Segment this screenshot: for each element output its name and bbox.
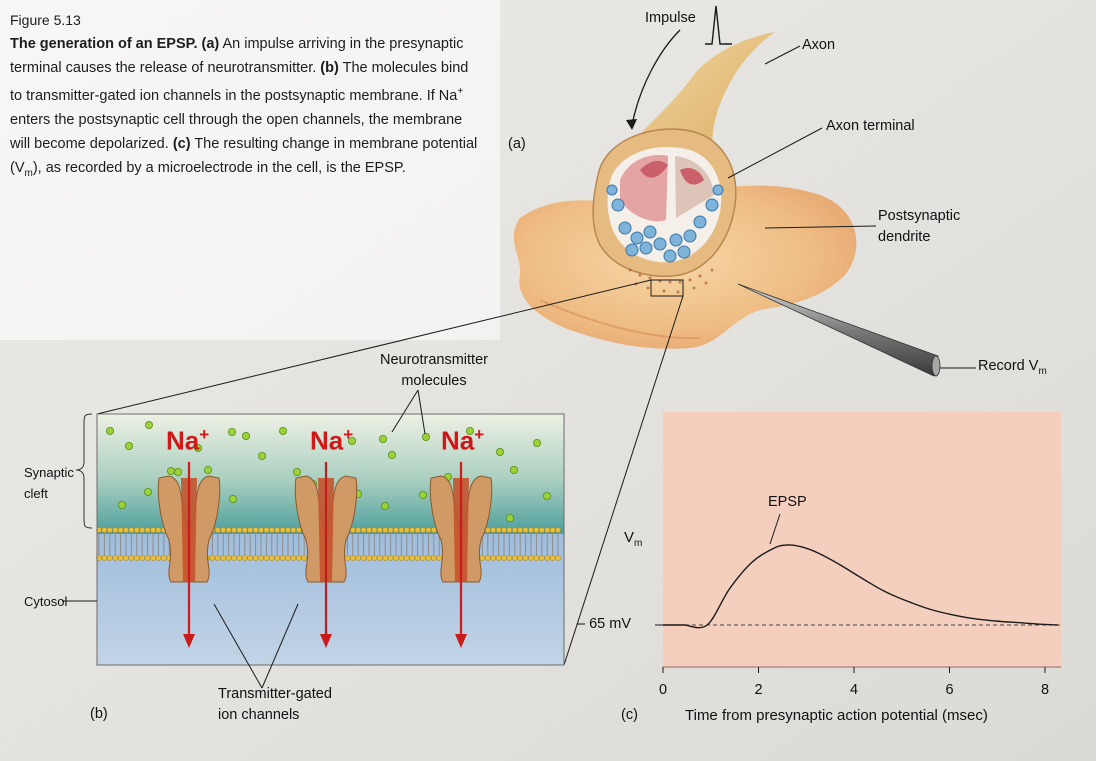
panel-c-letter: (c): [621, 707, 638, 723]
epsp-peak-label: EPSP: [768, 494, 807, 510]
na-ion-sup-3: +: [474, 425, 485, 444]
y-axis-label-sub: m: [634, 538, 643, 549]
caption-vm-subscript: m: [24, 167, 33, 179]
na-ion-sup-1: +: [199, 425, 210, 444]
y-axis-label-main: V: [624, 529, 635, 546]
synaptic-cleft-bracket: [75, 413, 93, 529]
neurotransmitter-line2: molecules: [401, 373, 467, 389]
cytosol-label: Cytosol: [24, 594, 68, 609]
record-vm-label: Record Vm: [978, 358, 1047, 377]
x-tick-label-4: 4: [850, 682, 858, 698]
postsynaptic-label-line2: dendrite: [878, 229, 931, 245]
axon-label: Axon: [802, 37, 836, 53]
x-axis-label: Time from presynaptic action potential (…: [685, 707, 988, 724]
caption-part-a-text: An impulse arriving in the presynaptic t…: [10, 36, 464, 76]
figure-number: Figure 5.13: [10, 12, 81, 28]
x-tick-label-0: 0: [659, 682, 667, 698]
chart-plot-area: [663, 412, 1061, 667]
na-influx-arrows: [187, 462, 463, 636]
transmitter-gated-channels-label: Transmitter-gated ion channels: [218, 684, 332, 726]
na-ion-text-1: Na: [166, 425, 200, 456]
synaptic-cleft-label: Synaptic cleft: [24, 462, 74, 504]
na-ion-label-3: Na+: [441, 425, 484, 457]
postsynaptic-label-line1: Postsynaptic: [878, 208, 961, 224]
channels-line1: Transmitter-gated: [218, 686, 332, 702]
caption-part-b-text-2: enters the postsynaptic cell through the…: [10, 111, 463, 152]
record-vm-main: Record V: [978, 358, 1039, 374]
y-axis-label: Vm: [624, 529, 642, 549]
baseline-label: – 65 mV: [577, 616, 631, 632]
na-ion-sup-2: +: [343, 425, 354, 444]
na-ion-text-3: Na: [441, 425, 475, 456]
synaptic-cleft-line2: cleft: [24, 486, 48, 501]
x-tick-label-6: 6: [945, 682, 953, 698]
epsp-curve: [663, 544, 1058, 629]
postsynaptic-dendrite-label: Postsynaptic dendrite: [878, 206, 960, 248]
caption-part-c-text-2: ), as recorded by a microelectrode in th…: [32, 159, 406, 176]
caption-part-c-text: The resulting change in membrane potenti…: [10, 135, 478, 176]
epsp-label-leader: [769, 513, 781, 545]
synaptic-cleft-line1: Synaptic: [24, 465, 74, 480]
panel-a-letter: (a): [508, 136, 526, 152]
impulse-trace: [705, 5, 732, 45]
caption-part-a-letter: (a): [201, 36, 220, 52]
panel-b-letter: (b): [90, 706, 108, 722]
axon-terminal-label: Axon terminal: [826, 118, 915, 134]
caption-part-b-letter: (b): [320, 60, 339, 76]
caption-na-superscript: +: [457, 86, 464, 97]
na-ion-label-1: Na+: [166, 425, 209, 457]
record-vm-sub: m: [1038, 365, 1047, 377]
caption-title: The generation of an EPSP.: [10, 36, 198, 52]
neurotransmitter-line1: Neurotransmitter: [380, 352, 488, 368]
x-tick-label-8: 8: [1041, 682, 1049, 698]
caption-part-b-text: The molecules bind to transmitter-gated …: [10, 60, 469, 104]
figure-caption: Figure 5.13 The generation of an EPSP. (…: [10, 8, 480, 186]
synaptic-vesicles: [606, 184, 724, 263]
na-ion-text-2: Na: [310, 425, 344, 456]
channels-line2: ion channels: [218, 707, 300, 723]
x-axis-ticks: 0 2 4 6 8: [659, 667, 1049, 698]
neurotransmitter-label: Neurotransmitter molecules: [380, 350, 488, 392]
impulse-label: Impulse: [645, 10, 696, 26]
caption-part-c-letter: (c): [172, 135, 191, 152]
na-ion-label-2: Na+: [310, 425, 353, 457]
zoom-box: [650, 279, 684, 297]
x-tick-label-2: 2: [754, 682, 762, 698]
caption-body: The generation of an EPSP. (a) An impuls…: [10, 32, 480, 186]
impulse-arrow: [631, 29, 681, 126]
